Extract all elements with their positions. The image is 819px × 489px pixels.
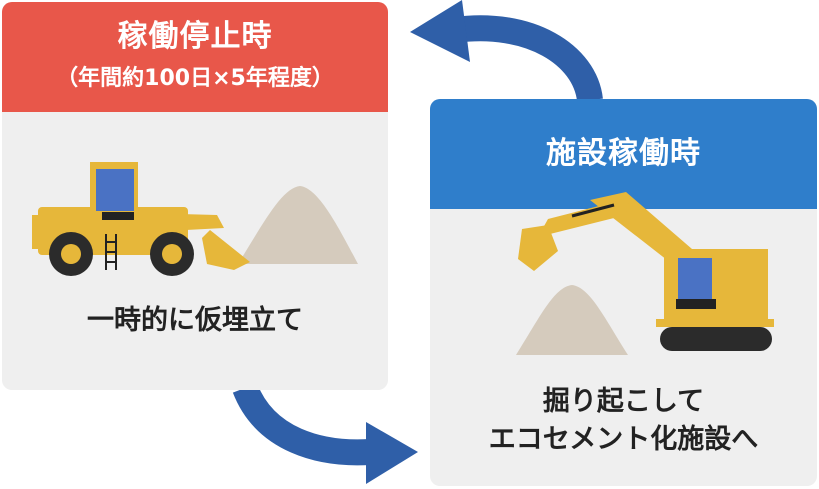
active-period-caption-line2: エコセメント化施設へ xyxy=(488,424,759,455)
soil-pile-icon xyxy=(516,285,628,355)
active-period-caption-line1: 掘り起こして xyxy=(542,386,705,417)
forward-arrow-icon xyxy=(232,382,418,484)
idle-period-card: 稼働停止時 （年間約100日×5年程度） xyxy=(2,2,388,390)
soil-pile-icon xyxy=(238,186,358,264)
idle-period-header: 稼働停止時 （年間約100日×5年程度） xyxy=(2,2,388,112)
active-illustration xyxy=(516,192,774,355)
excavator-icon xyxy=(518,192,774,351)
wheel-loader-icon xyxy=(32,162,250,276)
idle-period-title: 稼働停止時 xyxy=(117,19,273,54)
active-period-caption: 掘り起こして エコセメント化施設へ xyxy=(430,383,817,459)
active-period-title: 施設稼働時 xyxy=(546,136,701,171)
active-period-header: 施設稼働時 xyxy=(430,99,817,209)
active-period-card: 施設稼働時 掘り起こして エコセメント化施設へ xyxy=(430,99,817,486)
idle-illustration xyxy=(32,162,358,276)
return-arrow-icon xyxy=(410,0,603,103)
idle-period-subtitle: （年間約100日×5年程度） xyxy=(56,66,334,91)
idle-period-caption: 一時的に仮埋立て xyxy=(87,305,303,336)
